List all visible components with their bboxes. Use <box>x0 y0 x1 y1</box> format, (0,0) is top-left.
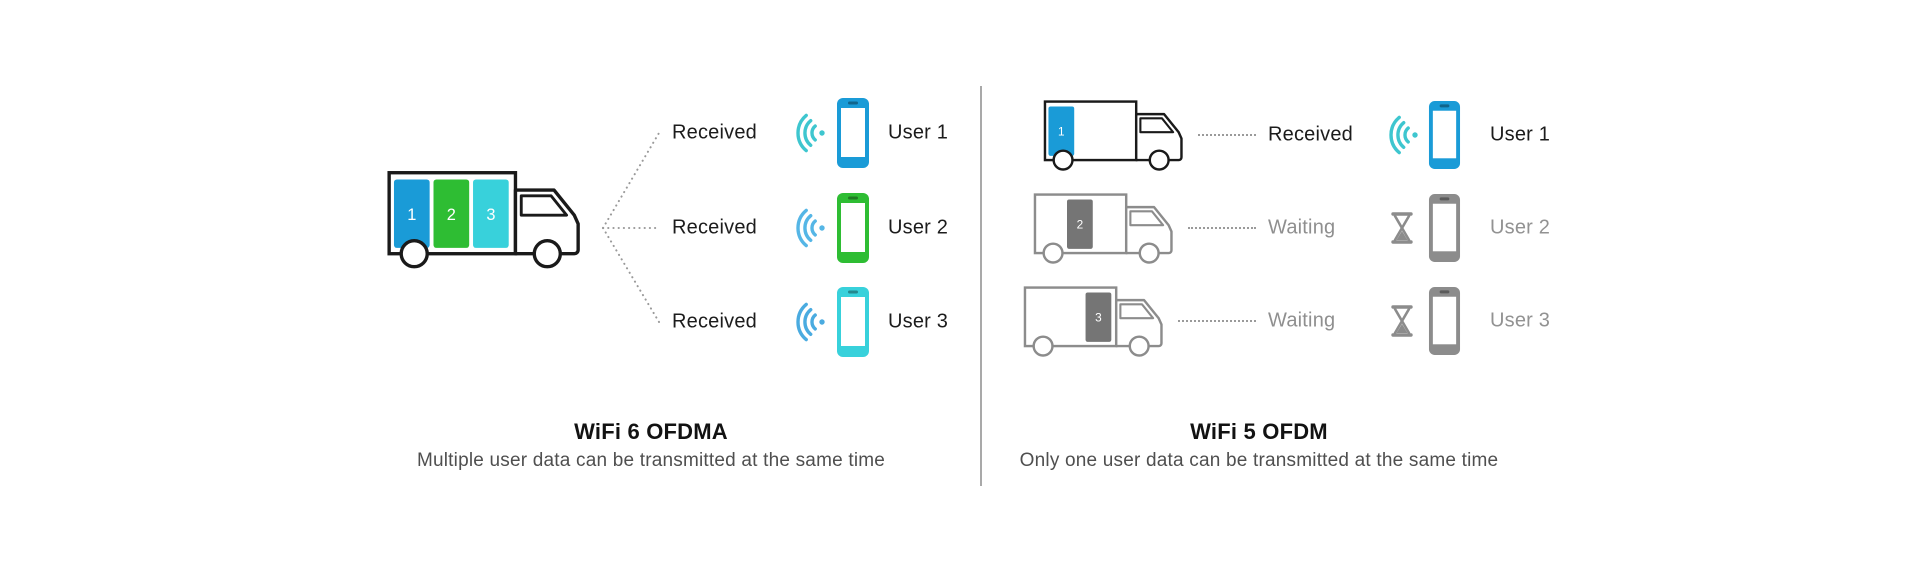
wifi6-user-row-2: Received User 2 <box>660 184 1000 272</box>
wifi5-caption: WiFi 5 OFDM Only one user data can be tr… <box>949 419 1569 472</box>
wifi5-truck-icon-1: 1 <box>1042 96 1190 174</box>
panel-divider <box>980 86 982 486</box>
svg-text:3: 3 <box>486 206 495 224</box>
user-label: User 3 <box>888 310 949 333</box>
dotted-line <box>1178 320 1256 322</box>
status-label: Received <box>1268 123 1353 146</box>
hourglass-icon <box>1384 301 1420 341</box>
wifi6-user-row-3: Received User 3 <box>660 278 1000 366</box>
user-label: User 2 <box>1490 216 1551 239</box>
wifi5-user-row-2: 2 Waiting User 2 <box>1000 184 1620 272</box>
user3-phone-icon <box>836 286 870 358</box>
user2-phone-icon <box>836 192 870 264</box>
status-label: Received <box>672 121 757 144</box>
fan-dotted-lines <box>602 132 660 323</box>
wifi5-truck-icon-2: 2 <box>1032 189 1180 267</box>
user2-phone-icon <box>1428 193 1461 263</box>
user3-phone-icon <box>1428 286 1461 356</box>
wifi5-subtitle: Only one user data can be transmitted at… <box>1019 450 1499 471</box>
svg-text:1: 1 <box>407 206 416 224</box>
wifi6-caption: WiFi 6 OFDMA Multiple user data can be t… <box>341 419 961 472</box>
wifi5-truck-icon-3: 3 <box>1022 282 1170 360</box>
status-label: Waiting <box>1268 216 1336 239</box>
wifi-signal-icon <box>791 302 827 342</box>
user1-phone-icon <box>1428 100 1461 170</box>
user-label: User 2 <box>888 216 949 239</box>
status-label: Received <box>672 310 757 333</box>
wifi6-subtitle: Multiple user data can be transmitted at… <box>416 450 886 471</box>
wifi5-user-row-1: 1 Received User 1 <box>1000 91 1620 179</box>
wifi5-user-row-3: 3 Waiting User 3 <box>1000 277 1620 365</box>
status-label: Received <box>672 216 757 239</box>
wifi-signal-icon <box>1384 115 1420 155</box>
user-label: User 1 <box>888 121 949 144</box>
svg-text:2: 2 <box>1077 218 1084 232</box>
wifi6-title: WiFi 6 OFDMA <box>574 419 728 444</box>
status-label: Waiting <box>1268 309 1336 332</box>
svg-text:3: 3 <box>1095 311 1102 325</box>
user-label: User 3 <box>1490 309 1551 332</box>
hourglass-icon <box>1384 208 1420 248</box>
svg-text:2: 2 <box>447 206 456 224</box>
dotted-line <box>1188 227 1256 229</box>
wifi6-truck-icon: 1 2 3 <box>385 165 590 273</box>
svg-text:1: 1 <box>1058 125 1065 139</box>
wifi-signal-icon <box>791 113 827 153</box>
user-label: User 1 <box>1490 123 1551 146</box>
wifi5-title: WiFi 5 OFDM <box>1190 419 1328 444</box>
user1-phone-icon <box>836 97 870 169</box>
wifi6-user-row-1: Received User 1 <box>660 89 1000 177</box>
dotted-line <box>1198 134 1256 136</box>
wifi-signal-icon <box>791 208 827 248</box>
